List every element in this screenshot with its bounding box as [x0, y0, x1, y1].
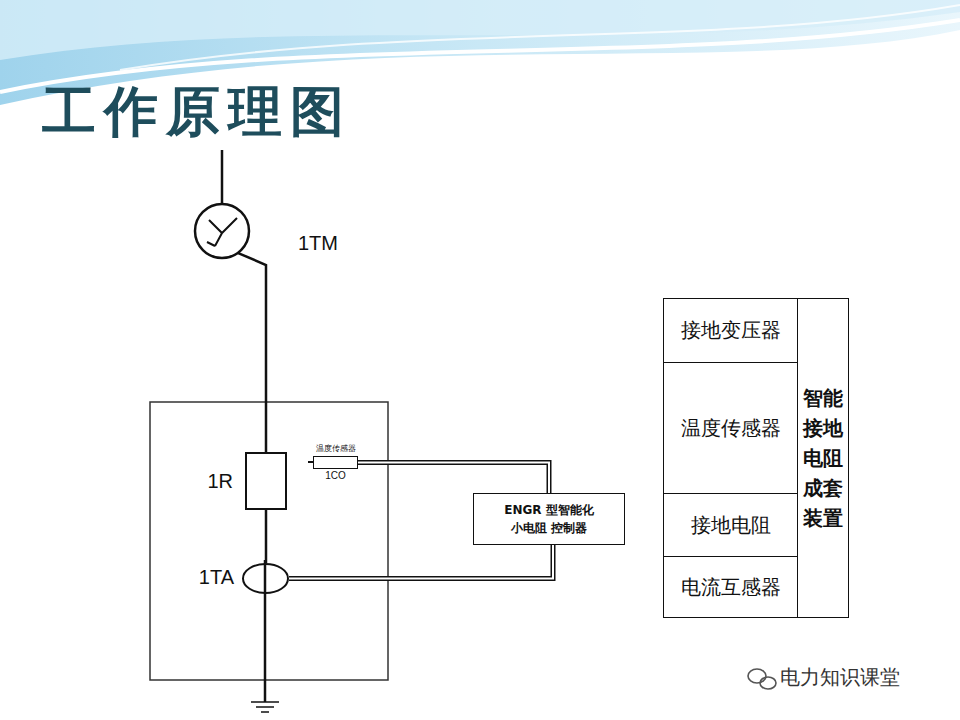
- watermark: 电力知识课堂: [780, 664, 900, 691]
- sensor-note: 温度传感器: [316, 443, 356, 454]
- controller-box: ENGR 型智能化小电阻 控制器: [473, 493, 625, 545]
- wire-path: [238, 253, 266, 452]
- header-swoosh: [120, 5, 960, 70]
- resistor-symbol: 1R: [245, 452, 287, 510]
- table-text: 接地变压器: [681, 317, 781, 344]
- ct-ellipse: [242, 563, 289, 594]
- table-column-cell: 智能接地电阻成套装置: [797, 298, 849, 618]
- ground-symbol: [251, 702, 279, 712]
- temperature-sensor-symbol: 温度传感器1CO: [313, 456, 358, 469]
- table-cell: 电流互感器: [663, 556, 799, 618]
- table-cell: 温度传感器: [663, 362, 799, 494]
- current-transformer-symbol: 1TA: [242, 563, 289, 594]
- table-text: 接地电阻: [691, 512, 771, 539]
- incoming-wire: [221, 150, 224, 203]
- cabinet-outline: [150, 402, 388, 680]
- wire-path: [289, 545, 553, 579]
- controller-label: ENGR 型智能化小电阻 控制器: [500, 501, 598, 537]
- grounding-transformer-symbol: 1TM: [193, 202, 251, 260]
- signal-cable: [289, 545, 553, 579]
- wire-core: [289, 545, 553, 579]
- wechat-icon: [748, 669, 776, 689]
- table-text: 温度传感器: [681, 415, 781, 442]
- wire-path: [358, 463, 549, 494]
- wire-path: [265, 510, 268, 563]
- device-label: 1TA: [182, 566, 234, 589]
- power-wire: [238, 253, 266, 452]
- table-cell: 接地变压器: [663, 298, 799, 363]
- table-text: 智能接地电阻成套装置: [803, 383, 843, 533]
- slide-title: 工作原理图: [42, 76, 352, 149]
- signal-cable: [358, 463, 549, 494]
- power-wire: [266, 510, 267, 563]
- device-label: 1TM: [298, 232, 338, 255]
- sensor-tip: [308, 461, 313, 463]
- device-label: 1R: [181, 470, 233, 493]
- table-cell: 接地电阻: [663, 493, 799, 557]
- device-label: 1CO: [325, 470, 346, 481]
- transformer-circle: [193, 202, 251, 260]
- ground-wire: [264, 560, 267, 702]
- table-text: 电流互感器: [681, 574, 781, 601]
- wire-core: [358, 463, 549, 494]
